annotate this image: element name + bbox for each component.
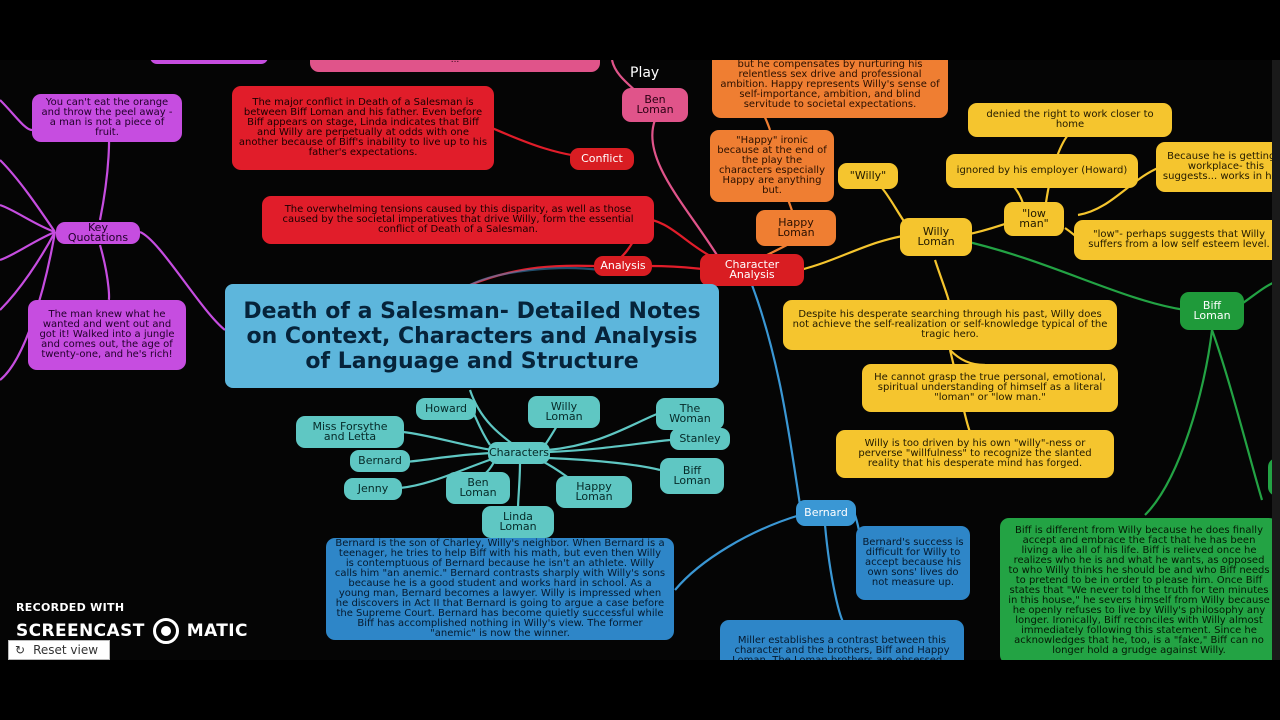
- char-howard[interactable]: Howard: [416, 398, 476, 420]
- link-desp-grasp: [949, 349, 986, 367]
- conflict-note[interactable]: The major conflict in Death of a Salesma…: [232, 86, 494, 170]
- bernard-node[interactable]: Bernard: [796, 500, 856, 526]
- cannot-grasp-note[interactable]: He cannot grasp the true personal, emoti…: [862, 364, 1118, 412]
- key-quotations-node[interactable]: Key Quotations: [56, 222, 140, 244]
- low-suggests-note[interactable]: "low"- perhaps suggests that Willy suffe…: [1074, 220, 1280, 260]
- mindmap-canvas[interactable]: ... The major conflict in Death of a Sal…: [0, 60, 1280, 660]
- char-happy-loman[interactable]: Happy Loman: [556, 476, 632, 508]
- play-label[interactable]: Play: [630, 65, 660, 81]
- happy-top-note[interactable]: but he compensates by nurturing his rele…: [712, 60, 948, 118]
- refresh-icon: ↻: [15, 643, 26, 657]
- link-chars-woman: [547, 412, 658, 452]
- quote-orange-note[interactable]: You can't eat the orange and throw the p…: [32, 94, 182, 142]
- link-willy-char: [799, 233, 911, 272]
- desperate-note[interactable]: Despite his desperate searching through …: [783, 300, 1117, 350]
- characters-node[interactable]: Characters: [488, 442, 550, 464]
- quote-jungle-note[interactable]: The man knew what he wanted and went out…: [28, 300, 186, 370]
- denied-note[interactable]: denied the right to work closer to home: [968, 103, 1172, 137]
- link-bernard: [750, 284, 802, 506]
- link-quotes-left4: [0, 231, 56, 311]
- link-chars-stanley: [547, 438, 671, 454]
- central-topic[interactable]: Death of a Salesman- Detailed Notes on C…: [225, 284, 719, 388]
- link-bernard-note: [674, 513, 801, 591]
- record-icon: [152, 618, 179, 644]
- link-chars-bernard: [404, 451, 493, 464]
- happy-ironic-note[interactable]: "Happy" ironic because at the end of the…: [710, 130, 834, 202]
- too-driven-note[interactable]: Willy is too driven by his own "willy"-n…: [836, 430, 1114, 478]
- low-man-node[interactable]: "low man": [1004, 202, 1064, 236]
- link-quotes-jungle: [98, 244, 111, 302]
- char-willy-loman[interactable]: Willy Loman: [528, 396, 600, 428]
- recorded-with-label: RECORDED WITH: [16, 601, 125, 614]
- analysis-note[interactable]: The overwhelming tensions caused by this…: [262, 196, 654, 244]
- link-chars-biff: [547, 456, 661, 472]
- char-bernard[interactable]: Bernard: [350, 450, 410, 472]
- link-bernard-top: [469, 267, 601, 286]
- biff-loman-node[interactable]: Biff Loman: [1180, 292, 1244, 330]
- because-note[interactable]: Because he is getting... workplace- this…: [1156, 142, 1280, 192]
- char-ben-loman[interactable]: Ben Loman: [446, 472, 510, 504]
- screencast-matic-logo: SCREENCAST MATIC: [16, 618, 248, 644]
- bernard-note[interactable]: Bernard is the son of Charley, Willy's n…: [326, 538, 674, 640]
- char-miss-forsythe[interactable]: Miss Forsythe and Letta: [296, 416, 404, 448]
- link-central-quotes: [139, 230, 226, 331]
- link-quotes-left2: [0, 203, 56, 234]
- link-biff: [959, 238, 1186, 312]
- brand-left: SCREENCAST: [16, 621, 145, 641]
- char-the-woman[interactable]: The Woman: [656, 398, 724, 430]
- char-jenny[interactable]: Jenny: [344, 478, 402, 500]
- link-biff-note2: [1144, 329, 1214, 516]
- link-biff-note: [1210, 329, 1264, 501]
- happy-loman-node[interactable]: Happy Loman: [756, 210, 836, 246]
- link-chars-jenny: [399, 456, 496, 490]
- char-biff-loman[interactable]: Biff Loman: [660, 458, 724, 494]
- char-stanley[interactable]: Stanley: [670, 428, 730, 450]
- cut-top-pink-node[interactable]: ...: [310, 60, 600, 72]
- biff-note[interactable]: Biff is different from Willy because he …: [1000, 518, 1278, 660]
- miller-note[interactable]: Miller establishes a contrast between th…: [720, 620, 964, 660]
- bernard-success-note[interactable]: Bernard's success is difficult for Willy…: [856, 526, 970, 600]
- link-bernard-miller: [823, 524, 846, 626]
- link-ben: [651, 119, 721, 261]
- willy-loman-node[interactable]: Willy Loman: [900, 218, 972, 256]
- character-analysis-node[interactable]: Character Analysis: [700, 254, 804, 286]
- link-low-because: [1077, 166, 1159, 217]
- char-linda-loman[interactable]: Linda Loman: [482, 506, 554, 538]
- cut-top-purple-node[interactable]: [150, 60, 268, 64]
- brand-right: MATIC: [186, 621, 248, 641]
- ben-loman-node[interactable]: Ben Loman: [622, 88, 688, 122]
- link-chars-miss: [402, 430, 493, 452]
- link-quotes-left1: [0, 159, 56, 233]
- link-quotes-top: [0, 99, 33, 132]
- conflict-node[interactable]: Conflict: [570, 148, 634, 170]
- reset-view-label: Reset view: [33, 643, 99, 657]
- link-chars-linda: [516, 462, 522, 509]
- analysis-node[interactable]: Analysis: [594, 256, 652, 276]
- reset-view-button[interactable]: ↻ Reset view: [8, 640, 110, 660]
- willy-quote-node[interactable]: "Willy": [838, 163, 898, 189]
- canvas-scrollbar[interactable]: [1272, 60, 1280, 660]
- ignored-note[interactable]: ignored by his employer (Howard): [946, 154, 1138, 188]
- link-quotes-left3: [0, 230, 56, 262]
